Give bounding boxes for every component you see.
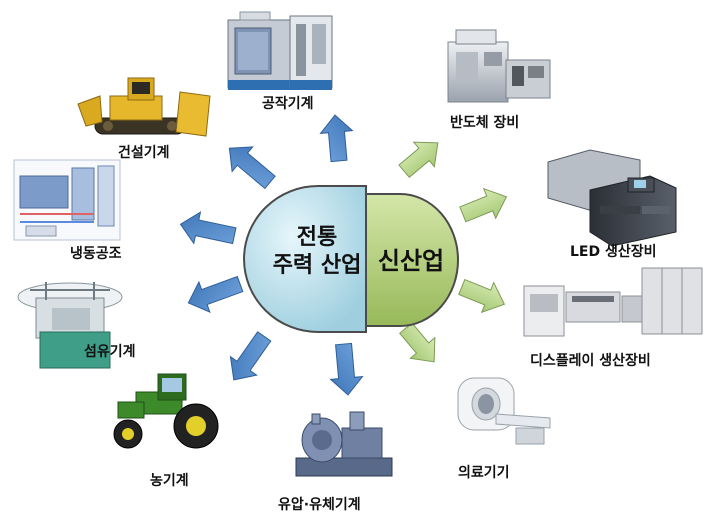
pump-image xyxy=(295,411,393,477)
label-led-equipment: LED 생산장비 xyxy=(570,244,657,260)
arrow-to-semiconductor xyxy=(398,141,439,178)
label-medical-device: 의료기기 xyxy=(458,465,510,481)
new-industry-hub-label: 신산업 xyxy=(377,247,445,275)
led-equipment-image xyxy=(547,149,677,247)
arrow-to-hydraulic xyxy=(329,342,364,396)
arrow-to-medical xyxy=(399,322,436,363)
arrow-to-machine-tool xyxy=(319,114,354,163)
label-agricultural-machinery: 농기계 xyxy=(150,473,189,489)
label-semiconductor-equipment: 반도체 장비 xyxy=(450,115,520,131)
label-hvac: 냉동공조 xyxy=(70,246,122,262)
arrow-to-led xyxy=(459,187,508,223)
traditional-hub-line1: 전통 xyxy=(296,225,338,250)
semiconductor-equipment-image xyxy=(447,29,551,103)
machine-tool-image xyxy=(227,11,333,90)
label-construction-machinery: 건설기계 xyxy=(118,145,170,161)
new-industry-hub-shape xyxy=(361,193,459,327)
label-hydraulic-fluid-machinery: 유압·유체기계 xyxy=(278,497,361,513)
traditional-hub-line2: 주력 산업 xyxy=(272,253,362,278)
bulldozer-image xyxy=(77,77,211,137)
arrow-to-textile xyxy=(187,275,244,314)
label-textile-machinery: 섬유기계 xyxy=(84,344,136,360)
medical-device-image xyxy=(457,377,551,445)
new-arrows xyxy=(398,141,508,363)
display-equipment-image xyxy=(523,267,703,337)
arrow-to-agri xyxy=(229,331,272,381)
label-display-equipment: 디스플레이 생산장비 xyxy=(530,353,651,369)
hvac-diagram-image xyxy=(13,159,121,241)
hub xyxy=(243,185,459,333)
arrow-to-hvac xyxy=(179,211,237,245)
label-machine-tool: 공작기계 xyxy=(262,96,314,112)
textile-machine-image xyxy=(17,282,123,369)
traditional-arrows xyxy=(179,114,364,396)
arrow-to-display xyxy=(458,278,506,314)
tractor-image xyxy=(113,373,219,449)
traditional-hub-label: 전통 주력 산업 xyxy=(264,224,370,280)
traditional-hub-shape xyxy=(243,185,367,333)
arrow-to-construction xyxy=(228,146,276,190)
